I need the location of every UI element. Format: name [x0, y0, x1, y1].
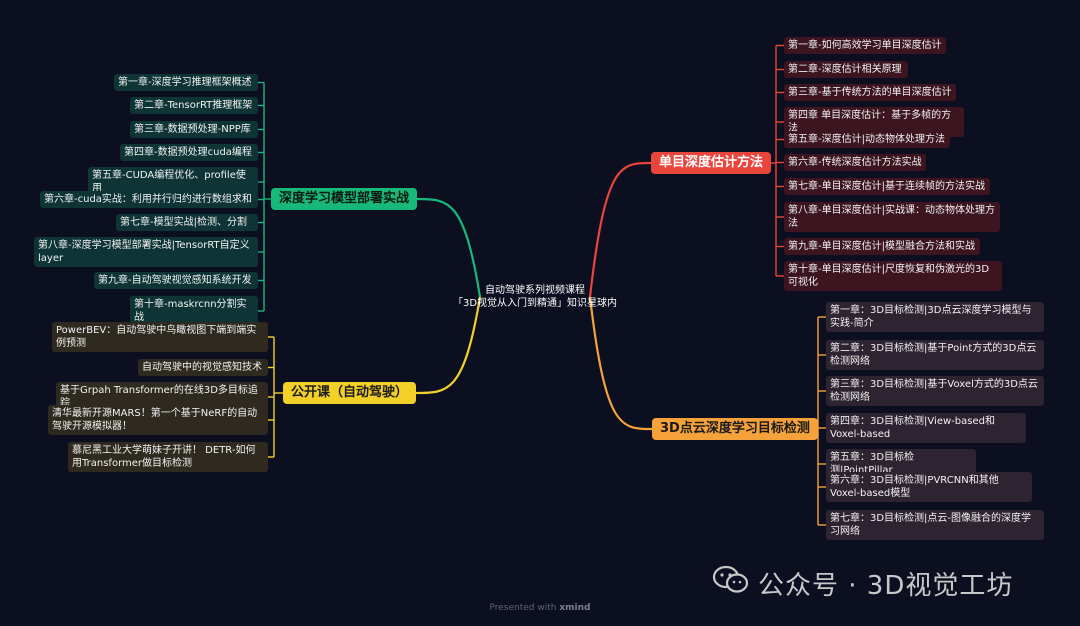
mono-chapter-1[interactable]: 第一章-如何高效学习单目深度估计 — [784, 37, 946, 54]
mono-chapter-5[interactable]: 第五章-深度估计|动态物体处理方法 — [784, 131, 950, 148]
deploy-chapter-1[interactable]: 第一章-深度学习推理框架概述 — [114, 74, 258, 91]
branch-pointcloud-detection[interactable]: 3D点云深度学习目标检测 — [652, 418, 818, 440]
mono-chapter-6[interactable]: 第六章-传统深度估计方法实战 — [784, 154, 926, 171]
branch-model-deployment[interactable]: 深度学习模型部署实战 — [271, 188, 418, 210]
open-course-5[interactable]: 慕尼黑工业大学萌妹子开讲！ DETR-如何用Transformer做目标检测 — [68, 442, 268, 472]
pointcloud-chapter-7[interactable]: 第七章：3D目标检测|点云-图像融合的深度学习网络 — [826, 510, 1044, 540]
mono-chapter-2[interactable]: 第二章-深度估计相关原理 — [784, 61, 908, 78]
footer-prefix: Presented with — [489, 603, 557, 613]
deploy-chapter-2[interactable]: 第二章-TensorRT推理框架 — [130, 97, 258, 114]
pointcloud-chapter-2[interactable]: 第二章：3D目标检测|基于Point方式的3D点云检测网络 — [826, 340, 1044, 370]
open-course-1[interactable]: PowerBEV：自动驾驶中鸟瞰视图下端到端实例预测 — [52, 322, 268, 352]
deploy-chapter-9[interactable]: 第九章-自动驾驶视觉感知系统开发 — [94, 272, 258, 289]
pointcloud-chapter-3[interactable]: 第三章：3D目标检测|基于Voxel方式的3D点云检测网络 — [826, 376, 1044, 406]
footer-brand: xmind — [559, 603, 591, 613]
pointcloud-chapter-1[interactable]: 第一章：3D目标检测|3D点云深度学习模型与实践-简介 — [826, 302, 1044, 332]
deploy-trunk-connector — [417, 197, 482, 298]
watermark-text: 公众号 · 3D视觉工坊 — [758, 571, 1014, 601]
pointcloud-chapter-6[interactable]: 第六章：3D目标检测|PVRCNN和其他Voxel-based模型 — [826, 472, 1032, 502]
pointcloud-chapter-4[interactable]: 第四章：3D目标检测|View-based和Voxel-based — [826, 413, 1026, 443]
deploy-chapter-8[interactable]: 第八章-深度学习模型部署实战|TensorRT自定义layer — [34, 237, 258, 267]
branch-open-course[interactable]: 公开课（自动驾驶） — [283, 382, 417, 404]
central-topic-line2: 「3D视觉从入门到精通」知识星球内 — [452, 298, 618, 309]
watermark: 公众号 · 3D视觉工坊 — [712, 565, 1013, 602]
deploy-chapter-6[interactable]: 第六章-cuda实战：利用并行归约进行数组求和 — [40, 191, 258, 208]
central-topic[interactable]: 自动驾驶系列视频课程 「3D视觉从入门到精通」知识星球内 — [440, 282, 630, 312]
deploy-chapter-7[interactable]: 第七章-模型实战|检测、分割 — [116, 214, 258, 231]
open-course-2[interactable]: 自动驾驶中的视觉感知技术 — [138, 359, 268, 376]
central-topic-line1: 自动驾驶系列视频课程 — [485, 285, 585, 296]
deploy-chapter-4[interactable]: 第四章-数据预处理cuda编程 — [120, 144, 258, 161]
mono-chapter-8[interactable]: 第八章-单目深度估计|实战课：动态物体处理方法 — [784, 202, 1000, 232]
open-course-4[interactable]: 清华最新开源MARS！第一个基于NeRF的自动驾驶开源模拟器！ — [48, 405, 268, 435]
open-trunk-connector — [416, 296, 482, 395]
mono-trunk-connector — [588, 161, 652, 298]
mono-chapter-3[interactable]: 第三章-基于传统方法的单目深度估计 — [784, 84, 956, 101]
footer-credit: Presented with xmind — [0, 603, 1080, 613]
pointcloud-trunk-connector — [588, 296, 653, 431]
wechat-icon — [712, 565, 750, 602]
deploy-chapter-3[interactable]: 第三章-数据预处理-NPP库 — [130, 121, 258, 138]
deploy-chapter-10[interactable]: 第十章-maskrcnn分割实战 — [130, 296, 258, 326]
mono-chapter-9[interactable]: 第九章-单目深度估计|模型融合方法和实战 — [784, 238, 980, 255]
mono-chapter-7[interactable]: 第七章-单目深度估计|基于连续帧的方法实战 — [784, 178, 990, 195]
branch-mono-depth[interactable]: 单目深度估计方法 — [651, 152, 772, 174]
mono-chapter-10[interactable]: 第十章-单目深度估计|尺度恢复和伪激光的3D可视化 — [784, 261, 1002, 291]
